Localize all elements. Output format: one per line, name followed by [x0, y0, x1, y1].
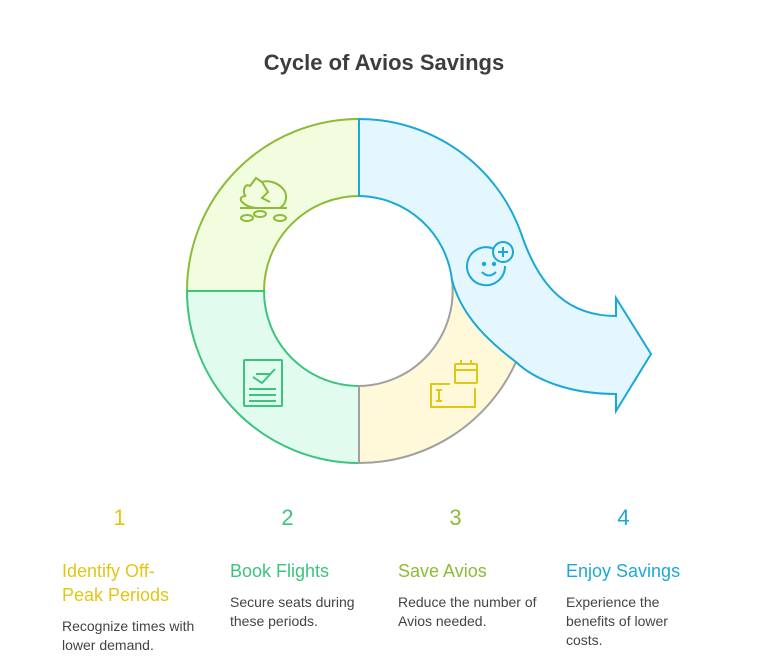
segment-save-avios: [185, 117, 360, 292]
step-1: 1 Identify Off-Peak Periods Recognize ti…: [62, 505, 222, 655]
piggy-bank-icon: [239, 176, 288, 222]
step-2: 2 Book Flights Secure seats during these…: [230, 505, 390, 631]
calendar-ticket-icon: [430, 360, 478, 408]
segment-enjoy-savings-arrow: [358, 117, 653, 415]
step-description: Experience the benefits of lower costs.: [566, 594, 668, 648]
step-number: 2: [281, 505, 294, 530]
happy-face-plus-icon: [466, 241, 514, 287]
step-heading: Book Flights: [230, 561, 330, 581]
step-number: 1: [113, 505, 126, 530]
step-heading: Enjoy Savings: [566, 561, 681, 581]
step-4: 4 Enjoy Savings Experience the benefits …: [566, 505, 726, 650]
step-number: 4: [617, 505, 630, 530]
step-3: 3 Save Avios Reduce the number of Avios …: [398, 505, 558, 631]
flight-ticket-icon: [243, 359, 283, 407]
segment-book-flights: [185, 290, 360, 465]
step-description: Reduce the number of Avios needed.: [398, 594, 537, 629]
step-heading: Save Avios: [398, 561, 487, 581]
step-number: 3: [449, 505, 462, 530]
step-heading: Identify Off-Peak Periods: [62, 561, 170, 605]
step-description: Secure seats during these periods.: [230, 594, 355, 629]
diagram-title: Cycle of Avios Savings: [263, 50, 505, 75]
step-description: Recognize times with lower demand.: [62, 618, 195, 653]
